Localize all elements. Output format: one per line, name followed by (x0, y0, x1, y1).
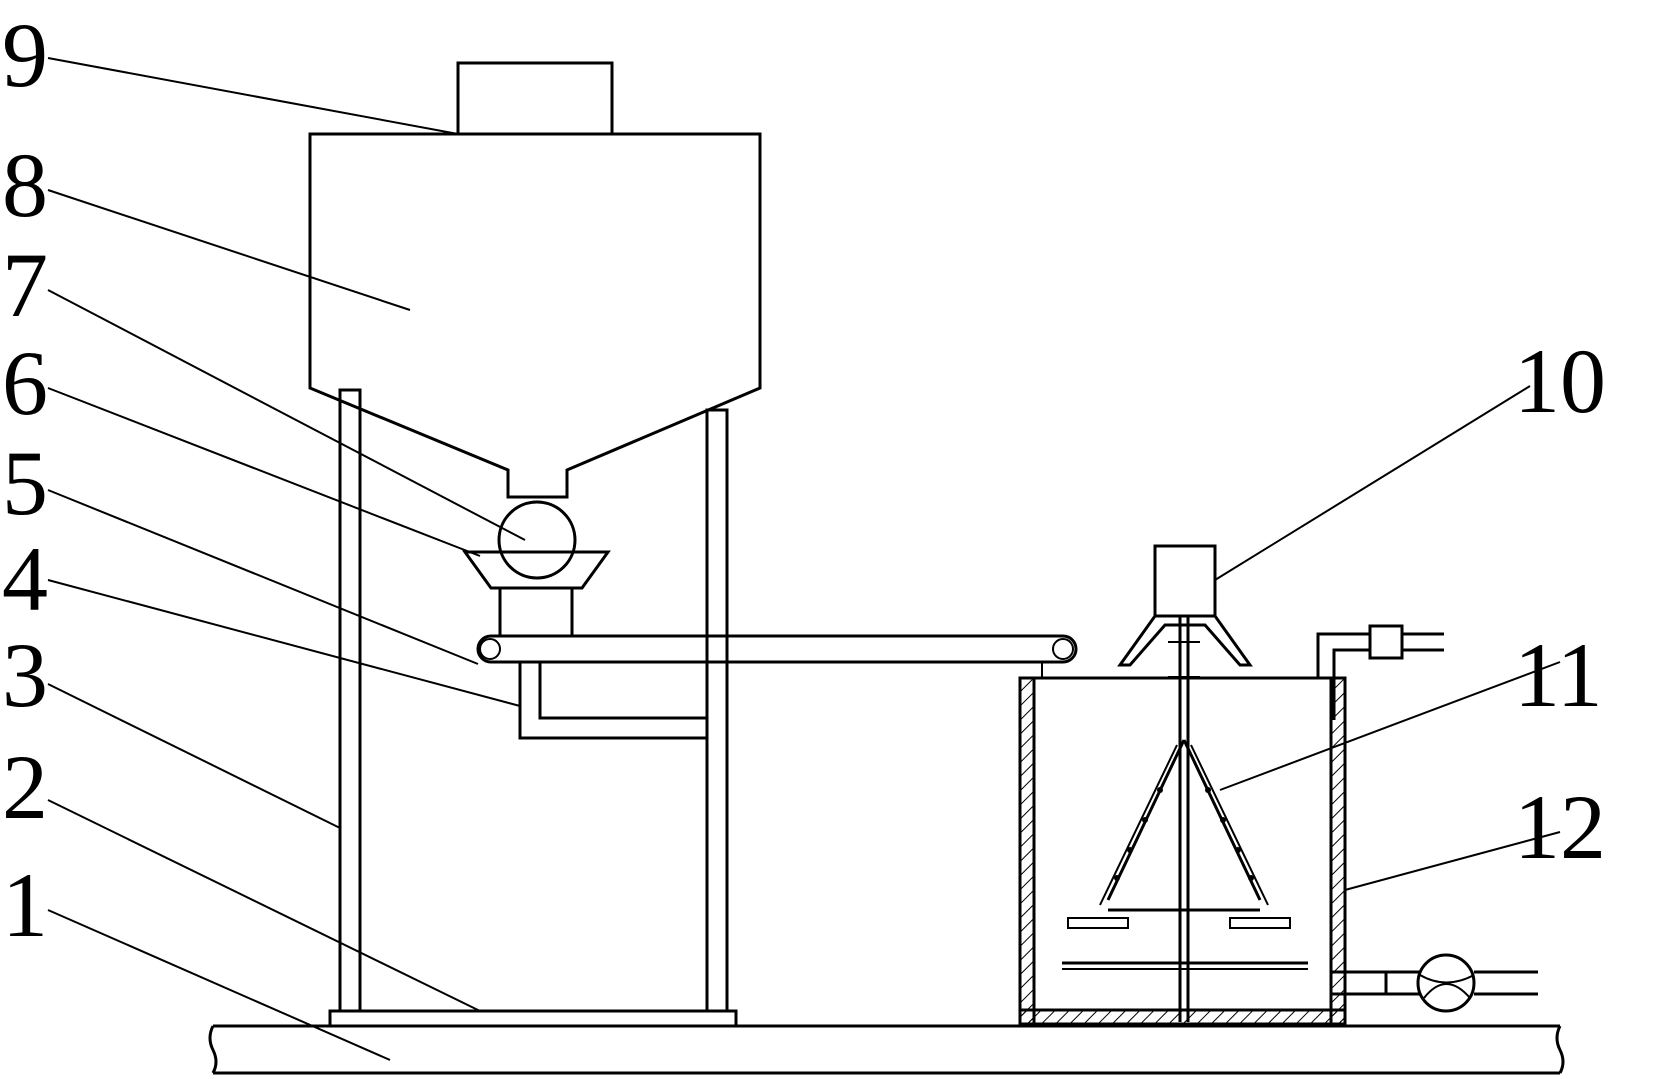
leader-1 (47, 909, 391, 1061)
stirrer-motor (1117, 544, 1253, 667)
part-labels: 9 8 7 6 5 4 3 2 1 10 11 12 (2, 4, 1606, 956)
feed-chute (462, 550, 611, 638)
leader-10 (1214, 385, 1531, 581)
leader-4 (47, 579, 521, 707)
label-10: 10 (1514, 330, 1606, 432)
label-9: 9 (2, 4, 48, 106)
leader-8 (47, 189, 411, 311)
scraper-beads (1114, 787, 1254, 881)
leader-5 (47, 489, 479, 665)
base-plate (208, 1024, 1565, 1075)
label-2: 2 (2, 736, 48, 838)
label-8: 8 (2, 134, 48, 236)
leader-11 (1219, 661, 1561, 791)
leader-12 (1344, 831, 1561, 891)
label-4: 4 (2, 528, 48, 630)
leader-2 (47, 799, 481, 1012)
conveyor-bracket (518, 662, 707, 740)
label-6: 6 (2, 332, 48, 434)
leader-6 (47, 387, 481, 557)
label-12: 12 (1514, 776, 1606, 878)
support-pad (328, 1009, 738, 1028)
leader-9 (47, 57, 459, 135)
leader-lines (47, 57, 1561, 1061)
leader-7 (47, 289, 526, 541)
label-3: 3 (2, 624, 48, 726)
hopper (308, 132, 762, 499)
support-legs (338, 388, 729, 1013)
top-motor (456, 61, 614, 136)
label-11: 11 (1514, 624, 1603, 726)
conveyor-belt (476, 634, 1078, 678)
label-1: 1 (2, 854, 48, 956)
rotary-valve (497, 500, 577, 580)
leader-3 (47, 683, 341, 829)
label-5: 5 (2, 432, 48, 534)
label-7: 7 (2, 234, 48, 336)
stirrer-assembly (1062, 616, 1308, 1022)
